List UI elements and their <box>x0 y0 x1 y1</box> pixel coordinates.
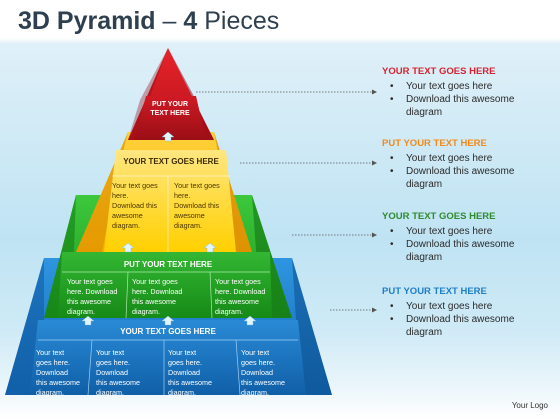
bullet-item: Download this awesome diagram <box>390 313 552 339</box>
cell-line: goes here. <box>96 358 130 367</box>
bullet-item: Your text goes here <box>390 80 552 93</box>
callout-bullets: Your text goes here Download this awesom… <box>382 80 552 119</box>
cell-line: awesome <box>174 211 205 220</box>
tip-label-line: TEXT HERE <box>150 110 190 117</box>
tier-green-cell-2: Your text goes here. Download this aweso… <box>132 277 182 317</box>
tier-green-cell-3: Your text goes here. Download this aweso… <box>215 277 265 317</box>
tier-blue-header: YOUR TEXT GOES HERE <box>120 327 216 336</box>
cell-line: diagram. <box>132 307 160 316</box>
tier-blue-cell-4: Your text goes here. Download this aweso… <box>241 348 285 398</box>
cell-line: diagram. <box>168 388 196 397</box>
tier-arrows <box>81 131 257 326</box>
logo-placeholder: Your Logo <box>511 401 548 410</box>
cell-line: Your text <box>241 348 270 357</box>
cell-line: Download <box>241 368 273 377</box>
callout-heading: PUT YOUR TEXT HERE <box>382 138 487 149</box>
tier-yellow-cell-1: Your text goes here. Download this aweso… <box>112 181 158 231</box>
cell-line: here. <box>174 191 191 200</box>
cell-line: Your text <box>168 348 197 357</box>
cell-line: this awesome <box>241 378 285 387</box>
cell-line: this awesome <box>215 297 259 306</box>
callout-green: YOUR TEXT GOES HERE Your text goes here … <box>382 211 552 264</box>
cell-line: diagram. <box>112 221 140 230</box>
cell-line: Your text <box>36 348 65 357</box>
tier-green-header: PUT YOUR TEXT HERE <box>123 260 213 269</box>
bullet-item: Your text goes here <box>390 152 552 165</box>
tier-blue-cell-3: Your text goes here. Download this aweso… <box>168 348 212 398</box>
cell-line: here. <box>112 191 129 200</box>
cell-line: Download <box>168 368 200 377</box>
cell-line: Your text goes <box>174 181 220 190</box>
callout-bullets: Your text goes here Download this awesom… <box>382 225 552 264</box>
bullet-item: Your text goes here <box>390 225 552 238</box>
title-dash: – <box>162 7 177 35</box>
bullet-item: Download this awesome diagram <box>390 165 552 191</box>
tier-blue-cell-1: Your text goes here. Download this aweso… <box>36 348 80 398</box>
cell-line: Your text goes <box>67 277 113 286</box>
cell-line: here. Download <box>215 287 266 296</box>
cell-line: this awesome <box>96 378 140 387</box>
cell-line: awesome <box>112 211 143 220</box>
callout-arrowheads <box>372 89 377 313</box>
cell-line: this awesome <box>168 378 212 387</box>
callout-orange: PUT YOUR TEXT HERE Your text goes here D… <box>382 138 552 191</box>
tier-blue-cell-2: Your text goes here. Download this aweso… <box>96 348 140 398</box>
cell-line: diagram. <box>215 307 243 316</box>
tip-label-line: PUT YOUR <box>151 101 189 108</box>
cell-line: Your text goes <box>215 277 261 286</box>
tier-yellow-cell-2: Your text goes here. Download this aweso… <box>174 181 220 231</box>
tier-yellow <box>76 132 252 252</box>
title-number: 4 <box>183 7 198 35</box>
callout-heading: PUT YOUR TEXT HERE <box>382 286 487 297</box>
cell-line: Download <box>36 368 68 377</box>
cell-line: diagram. <box>36 388 64 397</box>
callout-connectors <box>196 91 372 311</box>
cell-line: goes here. <box>36 358 70 367</box>
cell-line: Your text <box>96 348 125 357</box>
tier-red <box>128 48 214 140</box>
bullet-item: Download this awesome diagram <box>390 238 552 264</box>
cell-line: Your text goes <box>132 277 178 286</box>
bullet-item: Download this awesome diagram <box>390 93 552 119</box>
title-bold: 3D Pyramid <box>18 7 156 35</box>
cell-line: diagram. <box>96 388 124 397</box>
cell-line: goes here. <box>241 358 275 367</box>
callout-blue: PUT YOUR TEXT HERE Your text goes here D… <box>382 286 552 339</box>
cell-line: diagram. <box>67 307 95 316</box>
cell-line: Download <box>96 368 128 377</box>
cell-line: here. Download <box>132 287 183 296</box>
cell-line: this awesome <box>132 297 176 306</box>
cell-line: diagram. <box>241 388 269 397</box>
tier-yellow-header: YOUR TEXT GOES HERE <box>123 157 219 166</box>
cell-line: Download this <box>174 201 220 210</box>
cell-line: Your text goes <box>112 181 158 190</box>
callout-bullets: Your text goes here Download this awesom… <box>382 152 552 191</box>
cell-line: this awesome <box>67 297 111 306</box>
cell-line: this awesome <box>36 378 80 387</box>
callout-heading: YOUR TEXT GOES HERE <box>382 211 496 222</box>
slide-title: 3D Pyramid – 4 Pieces <box>18 4 279 38</box>
cell-line: goes here. <box>168 358 202 367</box>
bullet-item: Your text goes here <box>390 300 552 313</box>
callout-bullets: Your text goes here Download this awesom… <box>382 300 552 339</box>
tip-label: PUT YOUR TEXT HERE <box>140 100 200 118</box>
cell-line: here. Download <box>67 287 118 296</box>
cell-line: diagram. <box>174 221 202 230</box>
cell-line: Download this <box>112 201 158 210</box>
callout-red: YOUR TEXT GOES HERE Your text goes here … <box>382 66 552 119</box>
callout-heading: YOUR TEXT GOES HERE <box>382 66 496 77</box>
title-rest: Pieces <box>204 7 280 35</box>
tier-green-cell-1: Your text goes here. Download this aweso… <box>67 277 117 317</box>
